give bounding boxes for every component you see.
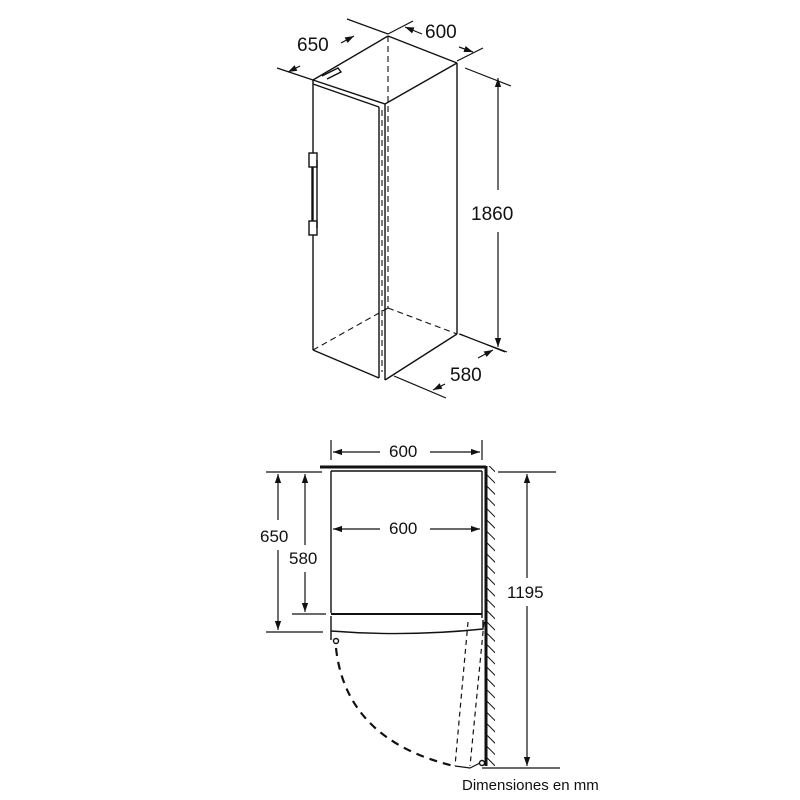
cabinet-top-face	[312, 35, 458, 108]
dim-label-overall-width: 600	[389, 442, 418, 461]
dimension-line-600-iso	[387, 20, 484, 62]
dimension-line-580-plan	[292, 474, 326, 615]
units-caption: Dimensiones en mm	[462, 777, 599, 794]
plan-view	[266, 440, 560, 769]
wall-hatched	[484, 466, 495, 766]
dimension-line-600-overall	[330, 440, 483, 460]
dim-label-depth-top: 650	[297, 35, 329, 56]
dim-label-door-swing-clearance: 1195	[507, 583, 544, 602]
cabinet-door-face	[312, 80, 386, 380]
dim-label-height: 1860	[471, 204, 514, 225]
hidden-edges	[312, 36, 458, 372]
dim-label-depth-body-plan: 580	[289, 549, 318, 568]
dim-label-inner-width: 600	[389, 519, 418, 538]
door-handle-icon	[308, 152, 318, 236]
dim-label-depth-body: 580	[450, 365, 482, 386]
isometric-view	[276, 18, 512, 399]
cabinet-body	[330, 470, 483, 618]
dimension-line-650-plan	[266, 471, 323, 633]
door-swing-arc	[334, 647, 455, 768]
dimension-line-1195	[482, 471, 560, 769]
dimension-line-650-iso	[276, 18, 389, 81]
dim-label-depth-with-door: 650	[260, 527, 289, 546]
door-closed	[330, 616, 484, 645]
door-open-position	[454, 621, 485, 767]
dimension-line-580-iso	[393, 333, 508, 399]
cabinet-side-face	[384, 63, 458, 381]
dim-label-width-top: 600	[425, 22, 457, 43]
